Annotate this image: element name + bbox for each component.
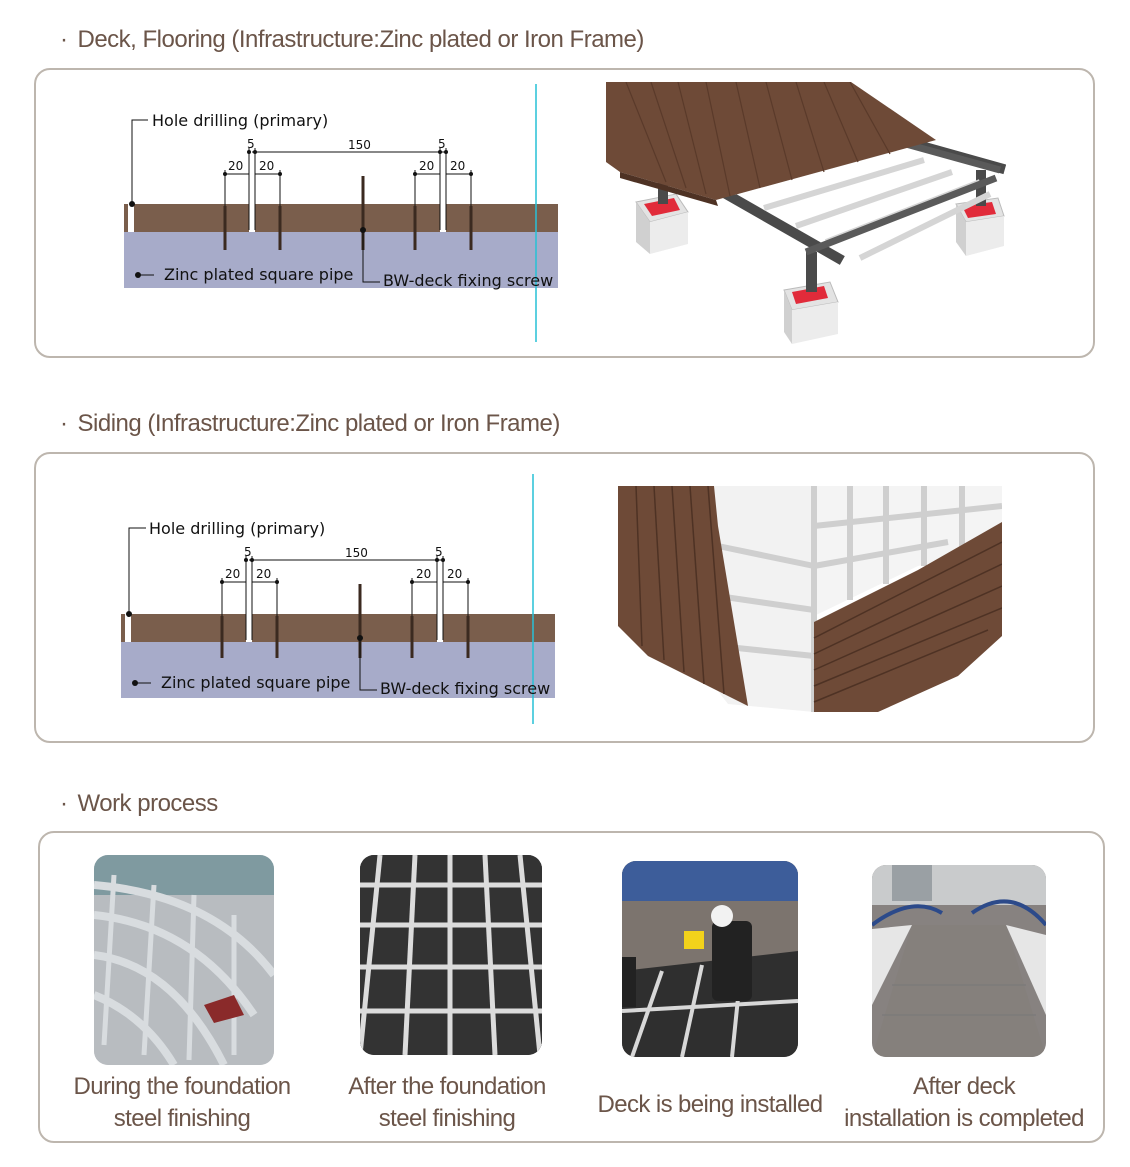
dimension-lines	[128, 527, 469, 691]
caption-step-3: Deck is being installed	[580, 1089, 840, 1121]
dim-20-label: 20	[259, 159, 274, 173]
bullet: ·	[60, 790, 68, 817]
caption-step-4: After deck installation is completed	[830, 1071, 1098, 1135]
deck-3d-illustration	[606, 82, 1006, 344]
screw-label: BW-deck fixing screw	[380, 679, 550, 698]
zinc-pipe-shape	[124, 232, 558, 288]
hole-gap	[440, 204, 446, 232]
caption-line: steel finishing	[113, 1105, 251, 1132]
siding-panel: 150 5 5 20 20 20 20 Hole drilling (prima…	[34, 452, 1095, 743]
zinc-pipe-shape	[121, 642, 555, 698]
caption-line: Deck is being installed	[597, 1091, 824, 1118]
bullet: ·	[60, 410, 68, 437]
dimension-lines	[131, 119, 472, 283]
board-lines	[625, 82, 891, 197]
caption-line: During the foundation	[73, 1073, 292, 1100]
concrete-pedestals	[635, 193, 1005, 344]
photo-installation-completed	[872, 865, 1046, 1057]
hole-gap	[437, 614, 443, 642]
siding-3d-illustration	[618, 486, 1002, 712]
dim-20-label: 20	[450, 159, 465, 173]
caption-step-1: During the foundation steel finishing	[50, 1071, 314, 1135]
caption-line: After deck	[912, 1073, 1016, 1100]
process-section-title: · Work process	[60, 790, 218, 818]
deck-board-shape	[121, 614, 555, 642]
dim-150-label: 150	[345, 546, 368, 560]
hole-gap	[125, 614, 131, 642]
frame-beams	[804, 140, 1001, 256]
siding-left-lines	[635, 486, 725, 695]
hole-drilling-label: Hole drilling (primary)	[149, 519, 325, 538]
dim-20-label: 20	[419, 159, 434, 173]
dim-5-label: 5	[244, 545, 252, 559]
siding-right-lines	[813, 541, 1002, 703]
siding-left-boards	[618, 486, 748, 706]
siding-cross-section-diagram: 150 5 5 20 20 20 20 Hole drilling (prima…	[121, 474, 555, 724]
photo-after-foundation	[360, 855, 542, 1055]
caption-line: After the foundation	[348, 1073, 546, 1100]
dim-20-label: 20	[228, 159, 243, 173]
dim-5-label: 5	[435, 545, 443, 559]
completed-photo-illustration	[872, 865, 1046, 1057]
zinc-pipe-label: Zinc plated square pipe	[164, 265, 353, 284]
deck-cross-section-diagram: 150 5 5 20 20 20 20 Hole drilling (prima…	[124, 84, 558, 342]
deck-panel: 150 5 5 20 20 20 20 Hole drilling (prima…	[34, 68, 1095, 358]
dim-20-label: 20	[225, 567, 240, 581]
dim-5-label: 5	[247, 137, 255, 151]
dim-20-label: 20	[447, 567, 462, 581]
caption-step-2: After the foundation steel finishing	[316, 1071, 578, 1135]
deck-section-title: · Deck, Flooring (Infrastructure:Zinc pla…	[60, 26, 644, 54]
zinc-pipe-label: Zinc plated square pipe	[161, 673, 350, 692]
dim-20-label: 20	[416, 567, 431, 581]
deck-installing-photo-illustration	[622, 861, 798, 1057]
dim-5-label: 5	[438, 137, 446, 151]
siding-section-title: · Siding (Infrastructure:Zinc plated or I…	[60, 410, 560, 438]
photo-deck-installing	[622, 861, 798, 1057]
deck-board-shape	[124, 204, 558, 232]
dim-150-label: 150	[348, 138, 371, 152]
hole-gap	[246, 614, 252, 642]
foundation-photo-illustration	[94, 855, 274, 1065]
hole-gap	[128, 204, 134, 232]
caption-line: steel finishing	[378, 1105, 516, 1132]
siding-section-title-text: Siding (Infrastructure:Zinc plated or Ir…	[77, 410, 561, 437]
process-panel: During the foundation steel finishing Af…	[38, 831, 1105, 1143]
process-section-title-text: Work process	[77, 790, 219, 817]
photo-foundation-finishing	[94, 855, 274, 1065]
hole-drilling-label: Hole drilling (primary)	[152, 111, 328, 130]
deck-section-title-text: Deck, Flooring (Infrastructure:Zinc plat…	[77, 26, 645, 53]
deck-boards	[606, 82, 936, 200]
after-foundation-photo-illustration	[360, 855, 542, 1055]
bullet: ·	[60, 26, 68, 53]
caption-line: installation is completed	[844, 1105, 1084, 1132]
hole-gap	[249, 204, 255, 232]
siding-right-boards	[814, 522, 1002, 712]
screw-label: BW-deck fixing screw	[383, 271, 553, 290]
dim-20-label: 20	[256, 567, 271, 581]
